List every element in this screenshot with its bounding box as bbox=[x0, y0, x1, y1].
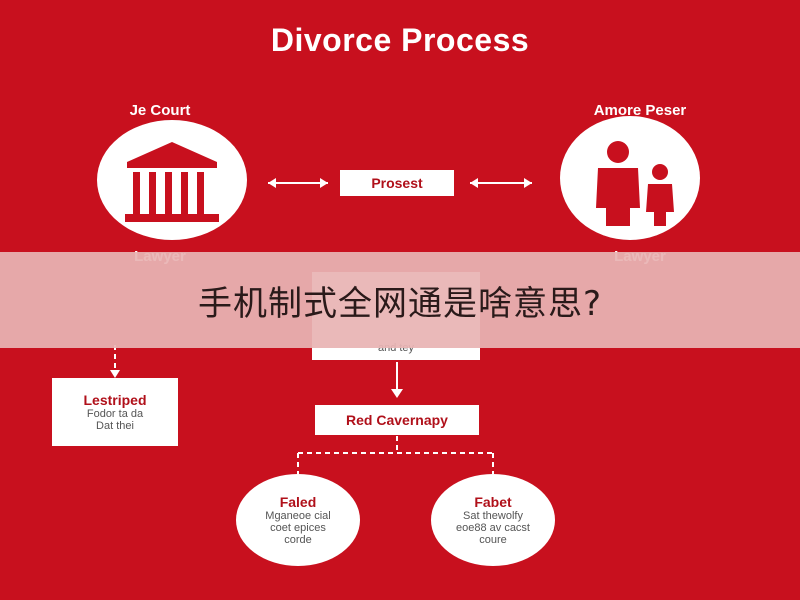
page-title: Divorce Process bbox=[270, 22, 530, 58]
bottom-right-line2: eoe88 av cacst bbox=[456, 522, 530, 534]
bottom-right-circle: Fabet Sat thewolfy eoe88 av cacst coure bbox=[431, 474, 555, 566]
red-cavernapy-box: Red Cavernapy bbox=[315, 405, 479, 435]
left-outcome-box: Lestriped Fodor ta da Dat thei bbox=[52, 378, 178, 446]
process-box: Prosest bbox=[340, 170, 454, 196]
people-node bbox=[560, 116, 700, 240]
bottom-left-line3: corde bbox=[284, 534, 312, 546]
banner-text: 手机制式全网通是啥意思? bbox=[197, 283, 603, 324]
bottom-right-title: Fabet bbox=[474, 494, 512, 510]
caption-banner: 手机制式全网通是啥意思? bbox=[0, 252, 800, 348]
arrowhead bbox=[524, 178, 532, 188]
arrowhead bbox=[391, 389, 403, 398]
left-top-label: Je Court bbox=[129, 102, 191, 119]
arrowhead bbox=[470, 178, 478, 188]
courthouse-icon bbox=[125, 142, 219, 222]
left-box-line1: Fodor ta da bbox=[86, 408, 144, 420]
arrowhead bbox=[110, 370, 120, 378]
left-box-line2: Dat thei bbox=[96, 420, 134, 432]
bottom-right-line3: coure bbox=[479, 534, 507, 546]
arrowhead bbox=[268, 178, 276, 188]
bottom-left-title: Faled bbox=[279, 494, 317, 510]
red-box-label: Red Cavernapy bbox=[346, 412, 448, 428]
bottom-right-line1: Sat thewolfy bbox=[463, 510, 523, 522]
bottom-left-circle: Faled Mganeoe cial coet epices corde bbox=[236, 474, 360, 566]
process-label: Prosest bbox=[371, 175, 423, 191]
family-icon bbox=[596, 141, 674, 226]
court-node bbox=[97, 120, 247, 240]
bottom-left-line1: Mganeoe cial bbox=[265, 510, 331, 522]
arrowhead bbox=[320, 178, 328, 188]
bottom-left-line2: coet epices bbox=[270, 522, 326, 534]
left-box-title: Lestriped bbox=[83, 392, 147, 408]
right-top-label: Amore Peser bbox=[593, 102, 687, 119]
